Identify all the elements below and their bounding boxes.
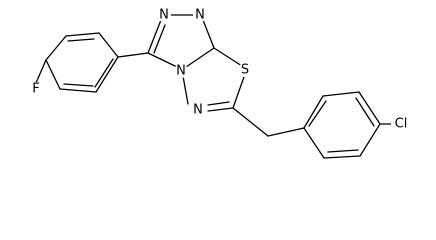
bond — [308, 100, 327, 127]
bond — [358, 91, 381, 125]
bond — [147, 52, 178, 68]
bond — [323, 155, 361, 159]
atom-label: N — [193, 103, 203, 118]
bond — [95, 56, 119, 93]
bond — [98, 32, 119, 58]
bond — [117, 52, 149, 58]
bond — [45, 35, 67, 61]
bond-lines — [35, 14, 394, 159]
bond — [232, 107, 269, 137]
atom-n-bridge: N — [174, 64, 188, 79]
bond — [355, 97, 375, 127]
atom-label: S — [241, 63, 249, 78]
bond — [213, 47, 243, 67]
bond — [45, 59, 61, 90]
bond — [202, 19, 215, 49]
bond — [207, 101, 230, 106]
bond — [63, 83, 94, 87]
chemical-structure-diagram: N N N N S F Cl — [29, 7, 411, 159]
bond — [207, 107, 234, 112]
atom-n-top-left: N — [157, 8, 171, 23]
bond — [65, 32, 100, 37]
bond — [232, 73, 246, 109]
bond — [67, 38, 95, 42]
atom-cl-substituent: Cl — [391, 116, 411, 132]
bond — [359, 123, 381, 157]
atom-label: N — [176, 64, 186, 79]
atom-label: N — [159, 8, 169, 23]
atom-label: F — [32, 82, 39, 97]
atom-n-lower: N — [191, 103, 205, 118]
atom-label: N — [195, 8, 205, 23]
bond — [59, 88, 97, 93]
bond — [327, 149, 359, 153]
bond — [35, 59, 47, 84]
atom-f-substituent: F — [29, 82, 43, 97]
atom-labels: N N N N S F Cl — [29, 8, 411, 132]
bond — [153, 24, 166, 54]
atom-n-top-right: N — [193, 8, 207, 23]
bond — [147, 19, 162, 54]
atom-s-ring: S — [238, 63, 252, 78]
bond — [267, 127, 305, 137]
bond — [94, 58, 114, 88]
bond — [182, 75, 189, 105]
atom-label: Cl — [395, 117, 408, 132]
bond — [185, 47, 215, 68]
bond — [303, 127, 325, 159]
bond — [322, 91, 360, 97]
bond — [303, 95, 324, 129]
